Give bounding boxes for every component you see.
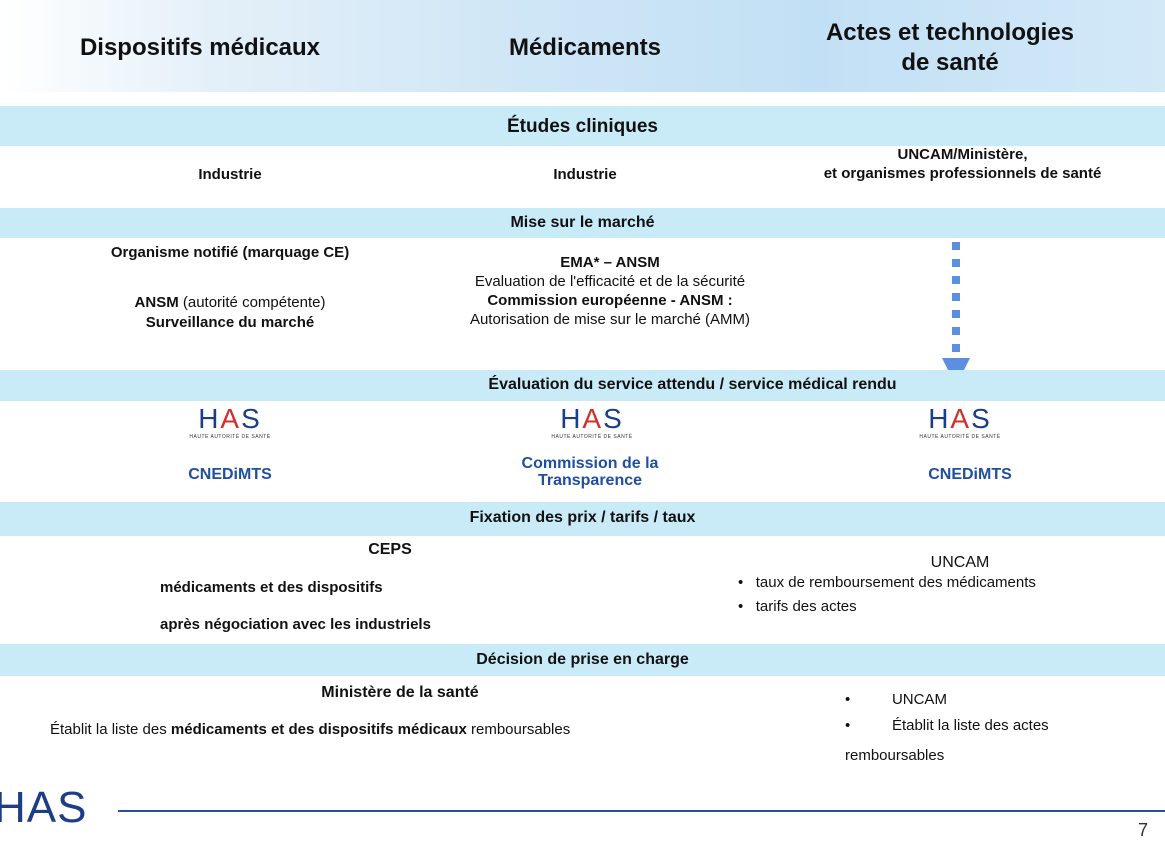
has-letter: S bbox=[971, 403, 992, 434]
etudes-uncam: UNCAM/Ministère, et organismes professio… bbox=[760, 145, 1165, 183]
fixation-medicaments: médicaments et des dispositifs bbox=[160, 579, 383, 596]
band-mise-label: Mise sur le marché bbox=[510, 214, 655, 231]
has-letter: S bbox=[603, 403, 624, 434]
eval-cnedimts-actes: CNEDiMTS bbox=[928, 466, 1012, 483]
has-letter: A bbox=[950, 403, 972, 434]
arrow-dot bbox=[952, 276, 960, 284]
arrow-dot bbox=[952, 242, 960, 250]
decision-bullet-2-text: Établit la liste des actes bbox=[891, 717, 1049, 734]
decision-liste-bold: médicaments et des dispositifs médicaux bbox=[170, 721, 467, 738]
band-fixation: Fixation des prix / tarifs / taux bbox=[0, 502, 1165, 536]
mise-organisme-notifie: Organisme notifié (marquage CE) bbox=[110, 244, 350, 261]
eval-commission-transparence: Commission de la Transparence bbox=[470, 455, 710, 489]
mise-ansm-bold: ANSM bbox=[134, 294, 179, 311]
eval-commission-line2: Transparence bbox=[537, 472, 643, 489]
decision-liste: Établit la liste des médicaments et des … bbox=[50, 720, 750, 739]
fixation-bullet-1: • taux de remboursement des médicaments bbox=[738, 574, 1036, 591]
footer-has-text: HAS bbox=[0, 783, 88, 832]
fixation-ceps: CEPS bbox=[368, 541, 412, 558]
has-logo-dm: HAS HAUTE AUTORITÉ DE SANTÉ bbox=[160, 405, 300, 441]
mise-ansm-rest: (autorité compétente) bbox=[178, 294, 326, 311]
mise-ansm: ANSM (autorité compétente) bbox=[60, 293, 400, 312]
mise-amm: Autorisation de mise sur le marché (AMM) bbox=[469, 311, 751, 328]
has-tagline: HAUTE AUTORITÉ DE SANTÉ bbox=[919, 434, 1001, 440]
has-letter: H bbox=[928, 403, 951, 434]
band-etudes-cliniques: Études cliniques bbox=[0, 106, 1165, 146]
band-decision-label: Décision de prise en charge bbox=[476, 651, 689, 668]
arrow-dot bbox=[952, 259, 960, 267]
mise-commission: Commission européenne - ANSM : bbox=[487, 292, 733, 309]
band-decision: Décision de prise en charge bbox=[0, 644, 1165, 676]
footer-has-logo: HAS bbox=[0, 786, 87, 830]
arrow-dot bbox=[952, 344, 960, 352]
has-letter: A bbox=[220, 403, 242, 434]
decision-bullet-1-text: UNCAM bbox=[891, 691, 947, 708]
mise-surveillance: Surveillance du marché bbox=[145, 314, 315, 331]
header-actes: Actes et technologies de santé bbox=[780, 18, 1120, 78]
etudes-industrie-dm: Industrie bbox=[198, 166, 262, 183]
has-logo-actes: HAS HAUTE AUTORITÉ DE SANTÉ bbox=[890, 405, 1030, 441]
eval-cnedimts-dm: CNEDiMTS bbox=[188, 466, 272, 483]
has-tagline: HAUTE AUTORITÉ DE SANTÉ bbox=[551, 434, 633, 440]
has-letter: S bbox=[241, 403, 262, 434]
dotted-arrow-down bbox=[942, 242, 970, 386]
mise-medicaments-block: EMA* – ANSM Evaluation de l'efficacité e… bbox=[400, 253, 820, 329]
arrow-dot bbox=[952, 310, 960, 318]
page-number: 7 bbox=[1138, 820, 1149, 840]
decision-bullet-2: • Établit la liste des actes bbox=[845, 717, 1049, 734]
header-dispositifs: Dispositifs médicaux bbox=[79, 34, 321, 61]
decision-bullet-2-cont: remboursables bbox=[845, 747, 945, 764]
fixation-bullet-2: • tarifs des actes bbox=[738, 598, 857, 615]
has-letter: A bbox=[582, 403, 604, 434]
fixation-bullet-2-text: tarifs des actes bbox=[755, 598, 857, 615]
has-letter: H bbox=[560, 403, 583, 434]
etudes-industrie-med: Industrie bbox=[553, 166, 617, 183]
etudes-uncam-line2: et organismes professionnels de santé bbox=[823, 165, 1102, 182]
has-logo-med: HAS HAUTE AUTORITÉ DE SANTÉ bbox=[522, 405, 662, 441]
decision-bullet-1: • UNCAM bbox=[845, 691, 947, 708]
fixation-bullet-1-text: taux de remboursement des médicaments bbox=[755, 574, 1036, 591]
mise-ema-ansm: EMA* – ANSM bbox=[560, 254, 660, 271]
arrow-dot bbox=[952, 327, 960, 335]
band-mise-sur-le-marche: Mise sur le marché bbox=[0, 208, 1165, 238]
header-band bbox=[0, 0, 1165, 92]
has-tagline: HAUTE AUTORITÉ DE SANTÉ bbox=[189, 434, 271, 440]
header-actes-line2: de santé bbox=[901, 49, 999, 76]
arrow-dot bbox=[952, 293, 960, 301]
etudes-uncam-line1: UNCAM/Ministère, bbox=[897, 146, 1028, 163]
fixation-negociation: après négociation avec les industriels bbox=[160, 616, 431, 633]
band-etudes-label: Études cliniques bbox=[507, 116, 658, 137]
eval-commission-line1: Commission de la bbox=[521, 455, 659, 472]
decision-liste-pre: Établit la liste des bbox=[50, 721, 171, 738]
fixation-uncam: UNCAM bbox=[930, 554, 990, 571]
band-evaluation: Évaluation du service attendu / service … bbox=[0, 370, 1165, 401]
mise-evaluation: Evaluation de l'efficacité et de la sécu… bbox=[474, 273, 746, 290]
header-medicaments: Médicaments bbox=[508, 34, 662, 61]
has-letter: H bbox=[198, 403, 221, 434]
decision-ministere: Ministère de la santé bbox=[321, 684, 479, 701]
band-evaluation-label: Évaluation du service attendu / service … bbox=[488, 376, 897, 393]
decision-liste-post: remboursables bbox=[466, 721, 571, 738]
header-actes-line1: Actes et technologies bbox=[825, 19, 1075, 46]
band-fixation-label: Fixation des prix / tarifs / taux bbox=[469, 509, 696, 526]
footer-rule bbox=[118, 810, 1165, 812]
